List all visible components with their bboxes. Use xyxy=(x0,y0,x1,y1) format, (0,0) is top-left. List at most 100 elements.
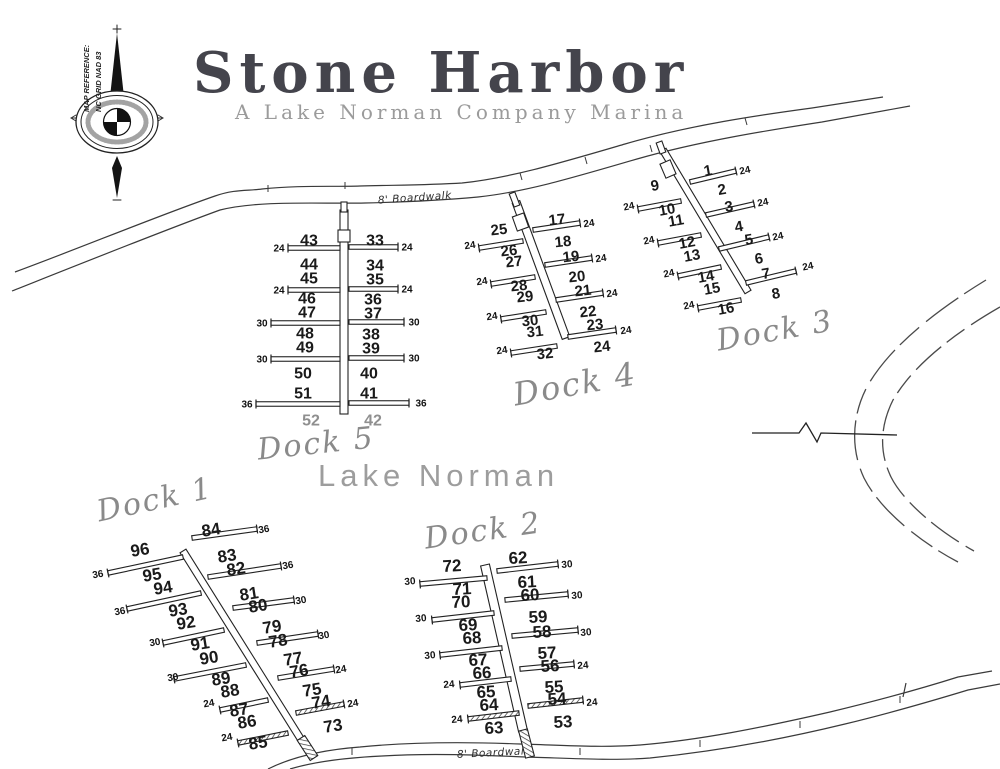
slip-number: 24 xyxy=(593,338,612,357)
slip-number: 37 xyxy=(364,306,382,323)
slip-number: 42 xyxy=(364,413,382,430)
finger-end-tick xyxy=(161,638,165,648)
slip-length-label: 24 xyxy=(662,267,676,280)
slip-number: 40 xyxy=(360,366,378,383)
slip-number: 20 xyxy=(568,268,586,287)
lake-name-label: Lake Norman xyxy=(318,458,560,493)
slip-number: 80 xyxy=(247,595,269,617)
finger-end-tick xyxy=(316,629,320,639)
boardwalk-bottom-lower-edge xyxy=(289,683,1000,769)
slip-length-label: 30 xyxy=(318,630,331,643)
slip-number: 1 xyxy=(702,162,713,180)
finger-end-tick xyxy=(499,314,503,324)
slip-length-label: 36 xyxy=(241,400,253,411)
slip-number: 72 xyxy=(442,556,462,576)
slip-length-label: 24 xyxy=(577,660,589,672)
slip-number: 93 xyxy=(167,599,189,621)
slip-length-label: 30 xyxy=(415,613,427,625)
finger-end-tick xyxy=(106,568,110,578)
slip-number: 58 xyxy=(532,622,552,642)
finger-end-tick xyxy=(342,699,346,709)
north-arrow xyxy=(110,33,124,104)
slip-number: 46 xyxy=(298,291,316,308)
slip-number: 62 xyxy=(508,548,528,568)
west-arrowhead xyxy=(70,114,77,122)
finger-end-tick xyxy=(255,524,259,534)
boardwalk-bottom: 8' Boardwalk xyxy=(267,670,1000,769)
slip-number: 85 xyxy=(247,732,269,754)
finger-end-tick xyxy=(509,348,513,358)
boardwalk-top: 8' Boardwalk xyxy=(11,96,911,292)
slip-number: 65 xyxy=(476,682,496,702)
finger-end-tick xyxy=(172,674,176,684)
slip-length-label: 24 xyxy=(622,200,636,213)
finger-end-tick xyxy=(218,705,222,715)
finger-end-tick xyxy=(752,199,756,209)
slip-number: 87 xyxy=(228,699,250,721)
slip-length-label: 24 xyxy=(738,164,752,177)
finger-end-tick xyxy=(794,266,798,276)
slip-number: 18 xyxy=(554,233,572,252)
boardwalk-end-cap xyxy=(902,682,907,698)
finger-end-tick xyxy=(696,303,700,313)
slip-number: 17 xyxy=(548,211,566,230)
slip-number: 28 xyxy=(510,277,528,296)
east-arrowhead xyxy=(157,114,164,122)
slip-length-label: 30 xyxy=(424,650,436,662)
finger-end-tick xyxy=(419,579,421,589)
grid-reference-label: NC GRID NAD 83 xyxy=(94,51,103,112)
slip-number: 2 xyxy=(716,181,727,199)
slip-number: 36 xyxy=(364,292,382,309)
south-arrow xyxy=(112,156,122,198)
slip-length-label: 24 xyxy=(642,234,656,247)
slip-number: 78 xyxy=(267,630,289,652)
slip-length-label: 24 xyxy=(682,299,696,312)
slip-number: 95 xyxy=(141,564,163,586)
slip-number: 61 xyxy=(517,572,537,592)
slip-length-label: 24 xyxy=(464,240,477,253)
slip-number: 6 xyxy=(753,250,764,268)
finger-end-tick xyxy=(676,271,680,281)
slip-length-label: 24 xyxy=(347,698,360,711)
slip-number: 90 xyxy=(198,647,220,669)
slip-number: 63 xyxy=(484,718,504,738)
slip-number: 3 xyxy=(723,198,734,216)
slip-number: 27 xyxy=(505,253,523,272)
slip-number: 79 xyxy=(261,616,283,638)
slip-number: 70 xyxy=(451,592,471,612)
slip-number: 25 xyxy=(490,221,508,240)
gangway-stub xyxy=(337,229,351,243)
slip-number: 35 xyxy=(366,272,384,289)
slip-number: 48 xyxy=(296,326,314,343)
slip-length-label: 24 xyxy=(496,345,509,358)
slip-length-label: 36 xyxy=(282,560,295,573)
slip-number: 51 xyxy=(294,386,312,403)
boardwalk-bottom-label: 8' Boardwalk xyxy=(457,745,532,761)
slip-number: 8 xyxy=(770,285,781,303)
slip-number: 5 xyxy=(743,231,754,249)
slip-length-label: 24 xyxy=(486,311,499,324)
slip-number: 53 xyxy=(553,712,573,732)
slip-length-label: 30 xyxy=(404,576,416,588)
slip-length-label: 24 xyxy=(606,288,619,301)
slip-length-label: 24 xyxy=(620,325,633,338)
slip-number: 84 xyxy=(200,519,222,541)
slip-length-label: 36 xyxy=(258,524,271,537)
gangway-stub xyxy=(659,159,677,179)
slip-length-label: 24 xyxy=(401,285,413,296)
dock5: 4344454647484950515233343536373839404142… xyxy=(241,201,427,468)
slip-number: 10 xyxy=(657,200,676,220)
slip-number: 69 xyxy=(458,615,478,635)
slip-length-label: 30 xyxy=(408,354,420,365)
slip-number: 82 xyxy=(225,558,247,580)
break-line xyxy=(752,421,898,444)
slip-number: 60 xyxy=(520,585,540,605)
boardwalk-bottom-upper-edge xyxy=(267,670,993,769)
slip-number: 34 xyxy=(366,258,384,275)
slip-number: 55 xyxy=(544,677,564,697)
slip-number: 94 xyxy=(152,577,174,599)
slip-number: 47 xyxy=(298,305,316,322)
slip-number: 33 xyxy=(366,233,384,250)
slip-number: 11 xyxy=(667,211,686,230)
